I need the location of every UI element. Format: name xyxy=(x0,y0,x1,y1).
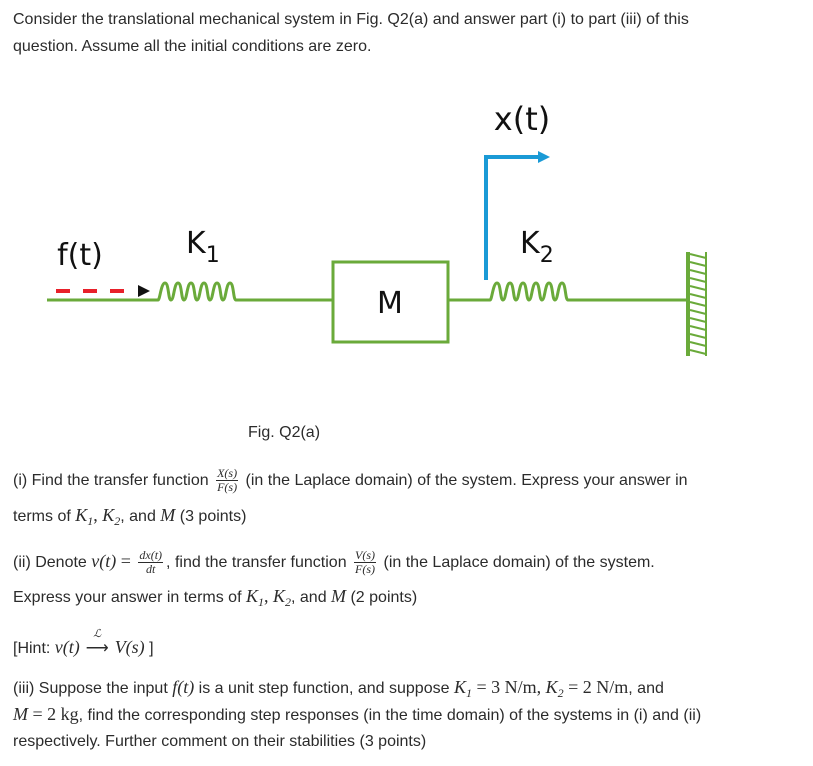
part2-line-2: Express your answer in terms of K1, K2, … xyxy=(13,586,418,610)
part3-line-3: respectively. Further comment on their s… xyxy=(13,733,427,750)
part1-line-2: terms of K1, K2, and M (3 points) xyxy=(13,505,247,529)
hint-line: [Hint: v(t) ℒ⟶ V(s) ] xyxy=(13,628,154,662)
part1-line-1: (i) Find the transfer function X(s)F(s) … xyxy=(13,466,688,495)
force-arrow xyxy=(56,285,150,297)
intro-line-1: Consider the translational mechanical sy… xyxy=(13,11,689,28)
figure-caption: Fig. Q2(a) xyxy=(248,424,321,441)
output-label: x(t) xyxy=(494,100,550,138)
intro-line-2: question. Assume all the initial conditi… xyxy=(13,38,372,55)
spring2-coil xyxy=(488,281,586,302)
spring1-label: K1 xyxy=(186,226,220,268)
laplace-arrow: ℒ⟶ xyxy=(85,628,109,657)
part2-derivative-fraction: dx(t)dt xyxy=(138,548,164,577)
mass-label: M xyxy=(377,286,403,321)
spring2-label: K2 xyxy=(520,226,554,268)
part2-line-1: (ii) Denote v(t) = dx(t)dt, find the tra… xyxy=(13,548,655,577)
displacement-arrowhead-icon xyxy=(538,151,550,163)
part3-line-2: M = 2 kg, find the corresponding step re… xyxy=(13,704,702,724)
input-label: f(t) xyxy=(57,238,103,273)
displacement-arrow xyxy=(484,155,538,280)
mass-block xyxy=(331,260,450,344)
spring1-coil xyxy=(156,281,260,302)
mechanical-system-figure: x(t) f(t) K1 K2 M xyxy=(47,100,707,356)
part1-fraction: X(s)F(s) xyxy=(216,466,239,495)
part3-line-1: (iii) Suppose the input f(t) is a unit s… xyxy=(13,677,664,701)
wall-icon xyxy=(686,252,707,356)
part2-transfer-fraction: V(s)F(s) xyxy=(354,548,377,577)
